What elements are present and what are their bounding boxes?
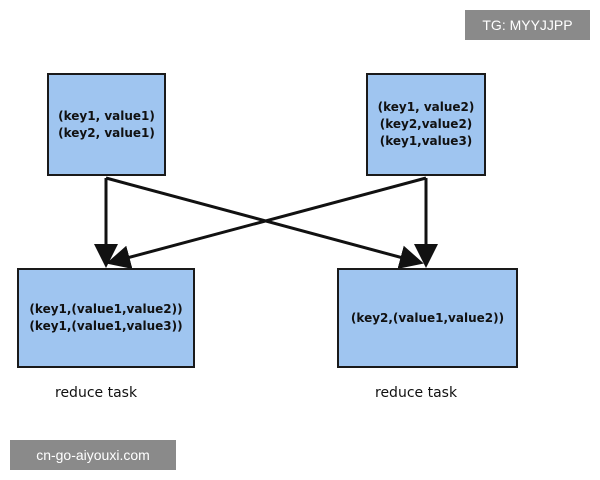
reduce-box-1-line-2: (key1,(value1,value3)) [29, 319, 183, 333]
telegram-watermark: TG: MYYJJPP [465, 10, 590, 40]
arrow-map2-to-reduce1 [106, 176, 427, 269]
map-box-2-line-3: (key1,value3) [379, 134, 473, 148]
map-box-2-line-2: (key2,value2) [379, 117, 473, 131]
reduce-input-box-2: (key2,(value1,value2)) [337, 268, 518, 368]
reduce-box-2-line-1: (key2,(value1,value2)) [350, 310, 505, 325]
map-box-1-line-1: (key1, value1) [58, 108, 155, 123]
map-output-box-1: (key1, value1) (key2, value1) [47, 73, 166, 176]
site-watermark: cn-go-aiyouxi.com [10, 440, 176, 470]
reduce-task-label-2: reduce task [375, 385, 458, 401]
reduce-task-label-1: reduce task [55, 385, 138, 401]
map-output-box-2: (key1, value2) (key2,value2) (key1,value… [366, 73, 486, 176]
reduce-box-1-line-1: (key1,(value1,value2)) [29, 302, 183, 316]
arrow-map1-to-reduce2 [105, 176, 424, 269]
map-box-2-line-1: (key1, value2) [377, 100, 475, 114]
reduce-input-box-1: (key1,(value1,value2)) (key1,(value1,val… [17, 268, 195, 368]
map-box-1-line-2: (key2, value1) [58, 125, 155, 140]
